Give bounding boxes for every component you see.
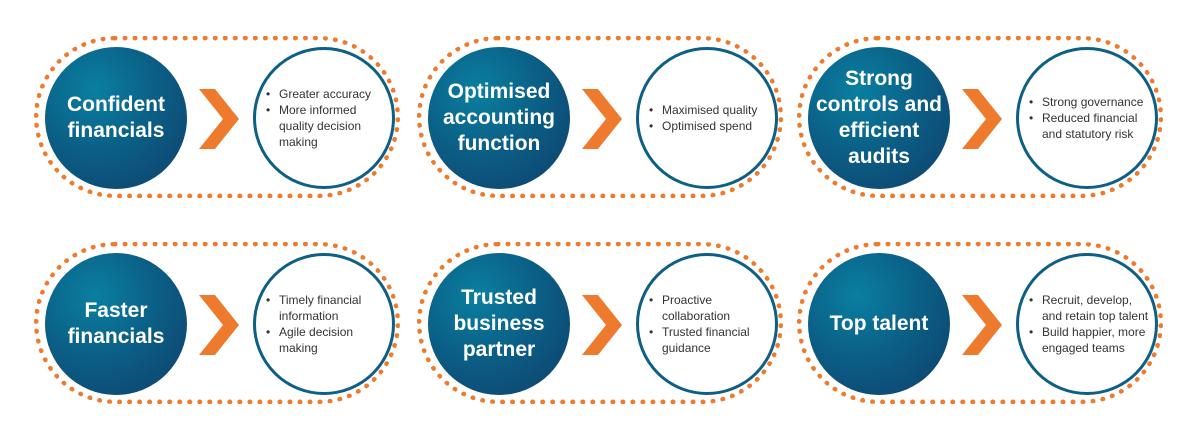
list-item: Timely financial information — [266, 292, 391, 324]
benefit-outcomes-list: Timely financial information Agile decis… — [257, 292, 391, 356]
benefit-outcomes-bubble: Timely financial information Agile decis… — [253, 253, 395, 395]
list-item: Optimised spend — [649, 118, 774, 134]
benefit-title: Optimised accounting function — [442, 80, 555, 155]
benefit-card-trusted-business-partner: Trusted business partner Proactive colla… — [417, 242, 783, 404]
list-item: Strong governance — [1029, 94, 1154, 110]
benefit-card-faster-financials: Faster financials Timely financial infor… — [34, 242, 400, 404]
benefit-outcomes-bubble: Recruit, develop, and retain top talent … — [1016, 253, 1158, 395]
list-item: Maximised quality — [649, 102, 774, 118]
benefit-card-strong-controls: Strong controls and efficient audits Str… — [797, 36, 1163, 198]
benefit-card-top-talent: Top talent Recruit, develop, and retain … — [797, 242, 1163, 404]
list-item: Proactive collaboration — [649, 292, 774, 324]
benefit-outcomes-bubble: Maximised quality Optimised spend — [636, 47, 778, 189]
chevron-right-icon — [199, 295, 239, 355]
benefit-outcomes-bubble: Greater accuracy More informed quality d… — [253, 47, 395, 189]
benefit-outcomes-list: Recruit, develop, and retain top talent … — [1020, 292, 1154, 356]
benefit-title: Strong controls and efficient audits — [815, 67, 942, 168]
list-item: Build happier, more engaged teams — [1029, 324, 1154, 356]
benefit-title: Confident financials — [67, 93, 165, 142]
benefit-card-confident-financials: Confident financials Greater accuracy Mo… — [34, 36, 400, 198]
benefit-title-badge: Strong controls and efficient audits — [808, 47, 950, 189]
list-item: Trusted financial guidance — [649, 324, 774, 356]
benefit-title-badge: Trusted business partner — [428, 253, 570, 395]
benefit-card-optimised-accounting-function: Optimised accounting function Maximised … — [417, 36, 783, 198]
list-item: Greater accuracy — [266, 86, 391, 102]
chevron-right-icon — [582, 89, 622, 149]
benefit-outcomes-bubble: Strong governance Reduced financial and … — [1016, 47, 1158, 189]
benefit-outcomes-list: Proactive collaboration Trusted financia… — [640, 292, 774, 356]
list-item: Reduced financial and statutory risk — [1029, 110, 1154, 142]
list-item: Agile decision making — [266, 324, 391, 356]
list-item: Recruit, develop, and retain top talent — [1029, 292, 1154, 324]
benefit-title-badge: Optimised accounting function — [428, 47, 570, 189]
benefit-outcomes-list: Greater accuracy More informed quality d… — [257, 86, 391, 150]
benefit-title-badge: Top talent — [808, 253, 950, 395]
benefit-outcomes-list: Strong governance Reduced financial and … — [1020, 94, 1154, 142]
benefit-title: Trusted business partner — [453, 286, 545, 361]
benefit-title: Top talent — [829, 312, 929, 335]
chevron-right-icon — [199, 89, 239, 149]
benefit-outcomes-list: Maximised quality Optimised spend — [640, 102, 774, 134]
benefit-title: Faster financials — [67, 299, 165, 348]
benefit-title-badge: Confident financials — [45, 47, 187, 189]
list-item: More informed quality decision making — [266, 102, 391, 150]
chevron-right-icon — [962, 89, 1002, 149]
benefit-title-badge: Faster financials — [45, 253, 187, 395]
benefit-outcomes-bubble: Proactive collaboration Trusted financia… — [636, 253, 778, 395]
chevron-right-icon — [962, 295, 1002, 355]
chevron-right-icon — [582, 295, 622, 355]
